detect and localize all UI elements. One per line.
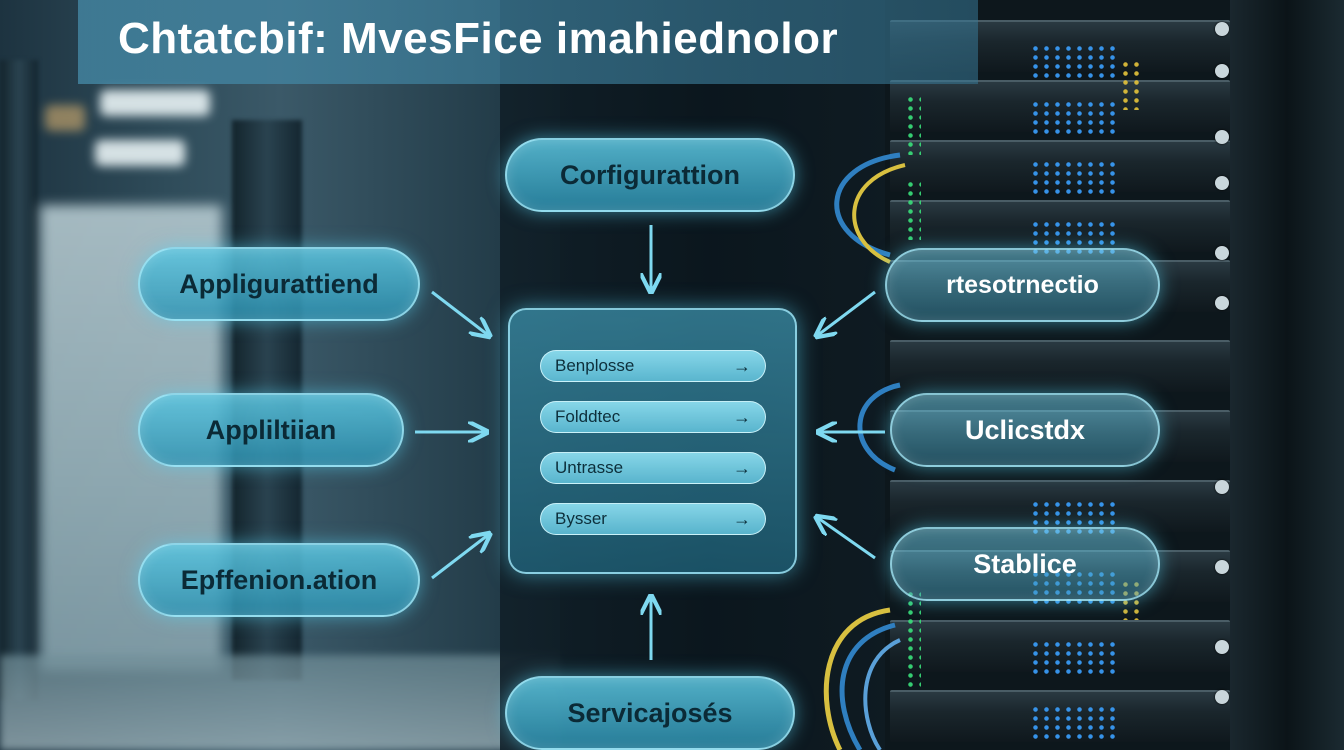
node-right-2-label: Uclicstdx [964,414,1086,445]
node-left-1: Appligurattiend [138,247,420,321]
diagram-title: Chtatcbif: MvesFice imahiednolor [118,14,839,63]
arrow-right-icon: → [733,406,751,427]
rack-port [1215,130,1229,144]
rack-server-unit [890,340,1230,392]
node-bottom-label: Servicajosés [567,697,733,728]
panel-row: Bysser → [540,503,766,535]
rack-port [1215,64,1229,78]
node-right-1: rtesotrnectio [885,248,1160,322]
server-leds-green [905,590,921,690]
server-leds [1030,160,1115,194]
aisle-rack-left [0,60,38,700]
node-left-2: Appliltiian [138,393,404,467]
node-configuration: Corfigurattion [505,138,795,212]
node-bottom: Servicajosés [505,676,795,750]
node-right-3-label: Stablice [973,548,1077,579]
node-left-3-label: Epffenion.ation [180,564,378,595]
rack-port [1215,176,1229,190]
panel-row: Folddtec → [540,401,766,433]
node-right-2: Uclicstdx [890,393,1160,467]
arrow-right-icon: → [733,508,751,529]
ceiling-light [45,105,85,131]
panel-row-label: Benplosse [555,356,635,375]
panel-row-label: Folddtec [555,407,621,426]
server-leds [1030,44,1115,78]
rack-port [1215,296,1229,310]
ceiling-light [100,90,210,116]
panel-row: Untrasse → [540,452,766,484]
rack-port [1215,246,1229,260]
node-right-3: Stablice [890,527,1160,601]
node-left-1-label: Appligurattiend [179,268,379,299]
rack-post [1230,0,1344,750]
server-leds [1030,640,1115,674]
arrow-right-icon: → [733,457,751,478]
server-leds [1030,100,1115,134]
panel-row-label: Bysser [555,509,607,528]
rack-port [1215,22,1229,36]
rack-port [1215,560,1229,574]
rack-port [1215,690,1229,704]
server-leds-yellow [1120,60,1144,110]
central-panel: Benplosse → Folddtec → Untrasse → Bysser… [508,308,797,574]
node-right-1-label: rtesotrnectio [946,270,1099,299]
rack-port [1215,480,1229,494]
rack-port [1215,640,1229,654]
server-leds-green [905,95,921,155]
node-configuration-label: Corfigurattion [560,159,740,190]
server-leds [1030,705,1115,739]
panel-row-label: Untrasse [555,458,624,477]
title-bar [78,0,978,84]
node-left-3: Epffenion.ation [138,543,420,617]
server-leds-green [905,180,921,240]
aisle-floor [0,655,560,750]
arrow-right-icon: → [733,355,751,376]
node-left-2-label: Appliltiian [205,414,337,445]
ceiling-light [95,140,185,166]
panel-row: Benplosse → [540,350,766,382]
